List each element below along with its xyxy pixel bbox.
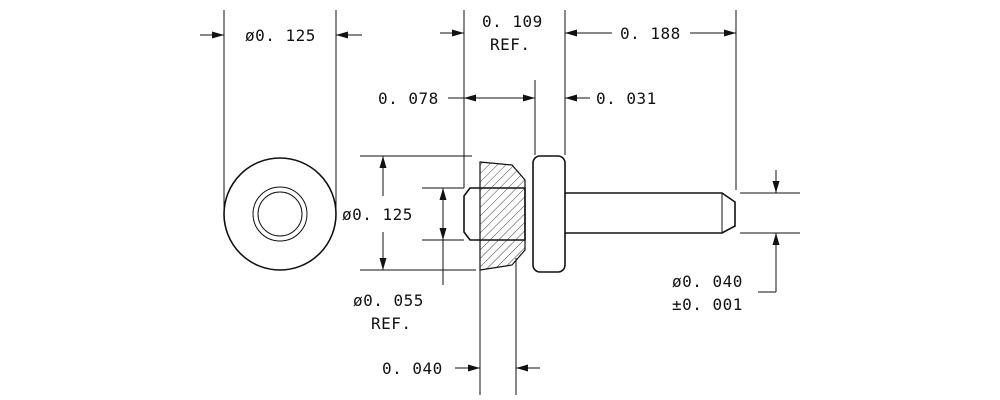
end-view-bore-outer <box>252 186 308 242</box>
arrow <box>212 31 224 39</box>
collar-diameter-label-line1: ø0. 055 <box>353 291 424 310</box>
collar-section-hatched <box>479 161 526 271</box>
end-view-bore-inner <box>257 191 303 237</box>
end-view: ø0. 125 <box>200 10 362 271</box>
arrow <box>468 364 480 372</box>
pin-head <box>532 155 566 273</box>
arrow <box>724 29 736 37</box>
end-view-outer-circle <box>223 157 337 271</box>
head-diameter-label: ø0. 125 <box>342 205 413 224</box>
arrow <box>379 258 387 270</box>
dim-109-label-line2: REF. <box>490 35 531 54</box>
collar-stub <box>463 187 526 241</box>
arrow <box>565 94 577 102</box>
arrow <box>516 364 528 372</box>
side-view: 0. 109 REF. 0. 188 0. 078 0. 031 ø0. 125… <box>342 10 800 395</box>
end-view-diameter-label: ø0. 125 <box>245 26 316 45</box>
dim-188-label: 0. 188 <box>620 24 681 43</box>
arrow <box>523 94 535 102</box>
arrow <box>452 29 464 37</box>
dim-031-label: 0. 031 <box>596 89 657 108</box>
dim-040-label: 0. 040 <box>382 359 443 378</box>
pin-diameter-label-line2: ±0. 001 <box>672 295 743 314</box>
pin-diameter-label-line1: ø0. 040 <box>672 272 743 291</box>
arrow <box>772 181 780 193</box>
dim-078-label: 0. 078 <box>378 89 439 108</box>
dim-109-label-line1: 0. 109 <box>482 12 543 31</box>
arrow <box>772 233 780 245</box>
pin-shaft <box>565 192 736 234</box>
arrow <box>336 31 348 39</box>
arrow <box>379 156 387 168</box>
arrow <box>439 188 447 200</box>
arrow <box>464 94 476 102</box>
arrow <box>439 228 447 240</box>
collar-diameter-label-line2: REF. <box>371 314 412 333</box>
